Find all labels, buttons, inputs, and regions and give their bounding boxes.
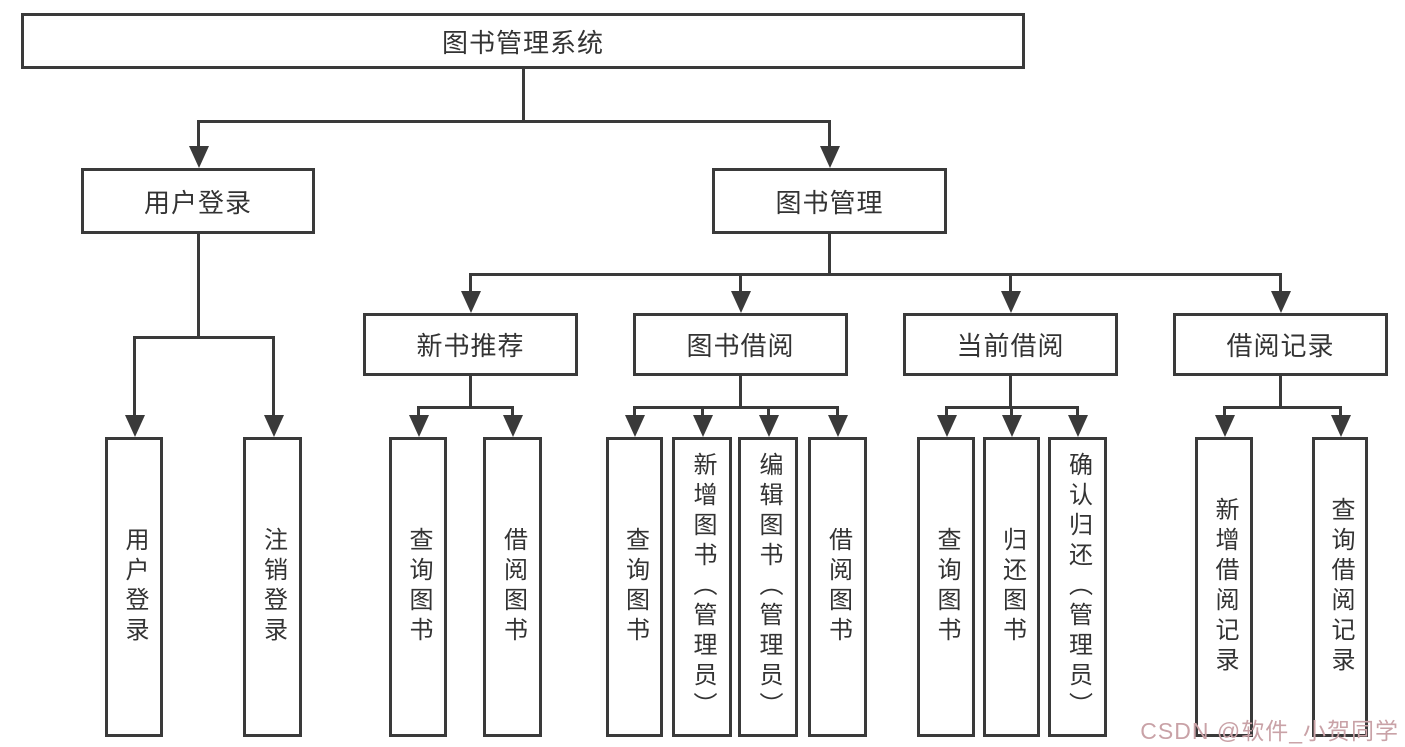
arrow-borrow-record-leaf-1 xyxy=(1214,406,1235,437)
leaf-borrow-edit-admin: 编辑图书（管理员） xyxy=(738,437,798,737)
leaf-borrow-query: 查询图书 xyxy=(606,437,663,737)
leaf-borrow-borrow: 借阅图书 xyxy=(808,437,867,737)
leaf-current-confirm-admin: 确认归还（管理员） xyxy=(1048,437,1107,737)
arrow-new-book-leaf-1 xyxy=(408,406,429,437)
node-book-management: 图书管理 xyxy=(712,168,947,234)
node-user-login: 用户登录 xyxy=(81,168,315,234)
connector-root-stem xyxy=(522,68,525,123)
node-new-book-recommend: 新书推荐 xyxy=(363,313,578,376)
connector-user-login-split xyxy=(133,336,275,339)
arrow-borrow-record-leaf-2 xyxy=(1330,406,1351,437)
connector-borrow-record-split xyxy=(1223,406,1342,409)
arrow-book-borrow-leaf-2 xyxy=(692,406,713,437)
node-root: 图书管理系统 xyxy=(21,13,1025,69)
arrow-to-new-book xyxy=(460,273,481,313)
connector-book-borrow-stem xyxy=(739,376,742,409)
arrow-current-borrow-leaf-2 xyxy=(1001,406,1022,437)
leaf-record-add: 新增借阅记录 xyxy=(1195,437,1253,737)
leaf-record-query: 查询借阅记录 xyxy=(1312,437,1368,737)
leaf-logout: 注销登录 xyxy=(243,437,302,737)
node-borrow-record: 借阅记录 xyxy=(1173,313,1388,376)
arrow-book-borrow-leaf-3 xyxy=(758,406,779,437)
arrow-to-leaf-login xyxy=(124,336,145,437)
connector-borrow-record-stem xyxy=(1279,376,1282,409)
arrow-to-borrow-record xyxy=(1270,273,1291,313)
arrow-book-borrow-leaf-4 xyxy=(827,406,848,437)
leaf-current-query: 查询图书 xyxy=(917,437,975,737)
connector-new-book-stem xyxy=(469,376,472,409)
connector-book-mgmt-stem xyxy=(828,234,831,276)
node-current-borrow: 当前借阅 xyxy=(903,313,1118,376)
arrow-current-borrow-leaf-3 xyxy=(1067,406,1088,437)
connector-new-book-split xyxy=(417,406,514,409)
arrow-to-user-login xyxy=(188,120,209,168)
arrow-to-book-management xyxy=(819,120,840,168)
connector-root-split xyxy=(197,120,831,123)
connector-book-borrow-split xyxy=(633,406,839,409)
leaf-user-login: 用户登录 xyxy=(105,437,163,737)
csdn-watermark: CSDN @软件_小贺同学 xyxy=(1140,718,1399,744)
leaf-borrow-add-admin: 新增图书（管理员） xyxy=(672,437,732,737)
arrow-book-borrow-leaf-1 xyxy=(624,406,645,437)
leaf-newbook-query: 查询图书 xyxy=(389,437,447,737)
arrow-to-leaf-logout xyxy=(263,336,284,437)
leaf-current-return: 归还图书 xyxy=(983,437,1040,737)
leaf-newbook-borrow: 借阅图书 xyxy=(483,437,542,737)
arrow-new-book-leaf-2 xyxy=(502,406,523,437)
node-book-borrow: 图书借阅 xyxy=(633,313,848,376)
connector-user-login-stem xyxy=(197,234,200,339)
connector-book-mgmt-split xyxy=(469,273,1282,276)
arrow-to-current-borrow xyxy=(1000,273,1021,313)
arrow-to-book-borrow xyxy=(730,273,751,313)
arrow-current-borrow-leaf-1 xyxy=(936,406,957,437)
connector-current-borrow-stem xyxy=(1009,376,1012,409)
